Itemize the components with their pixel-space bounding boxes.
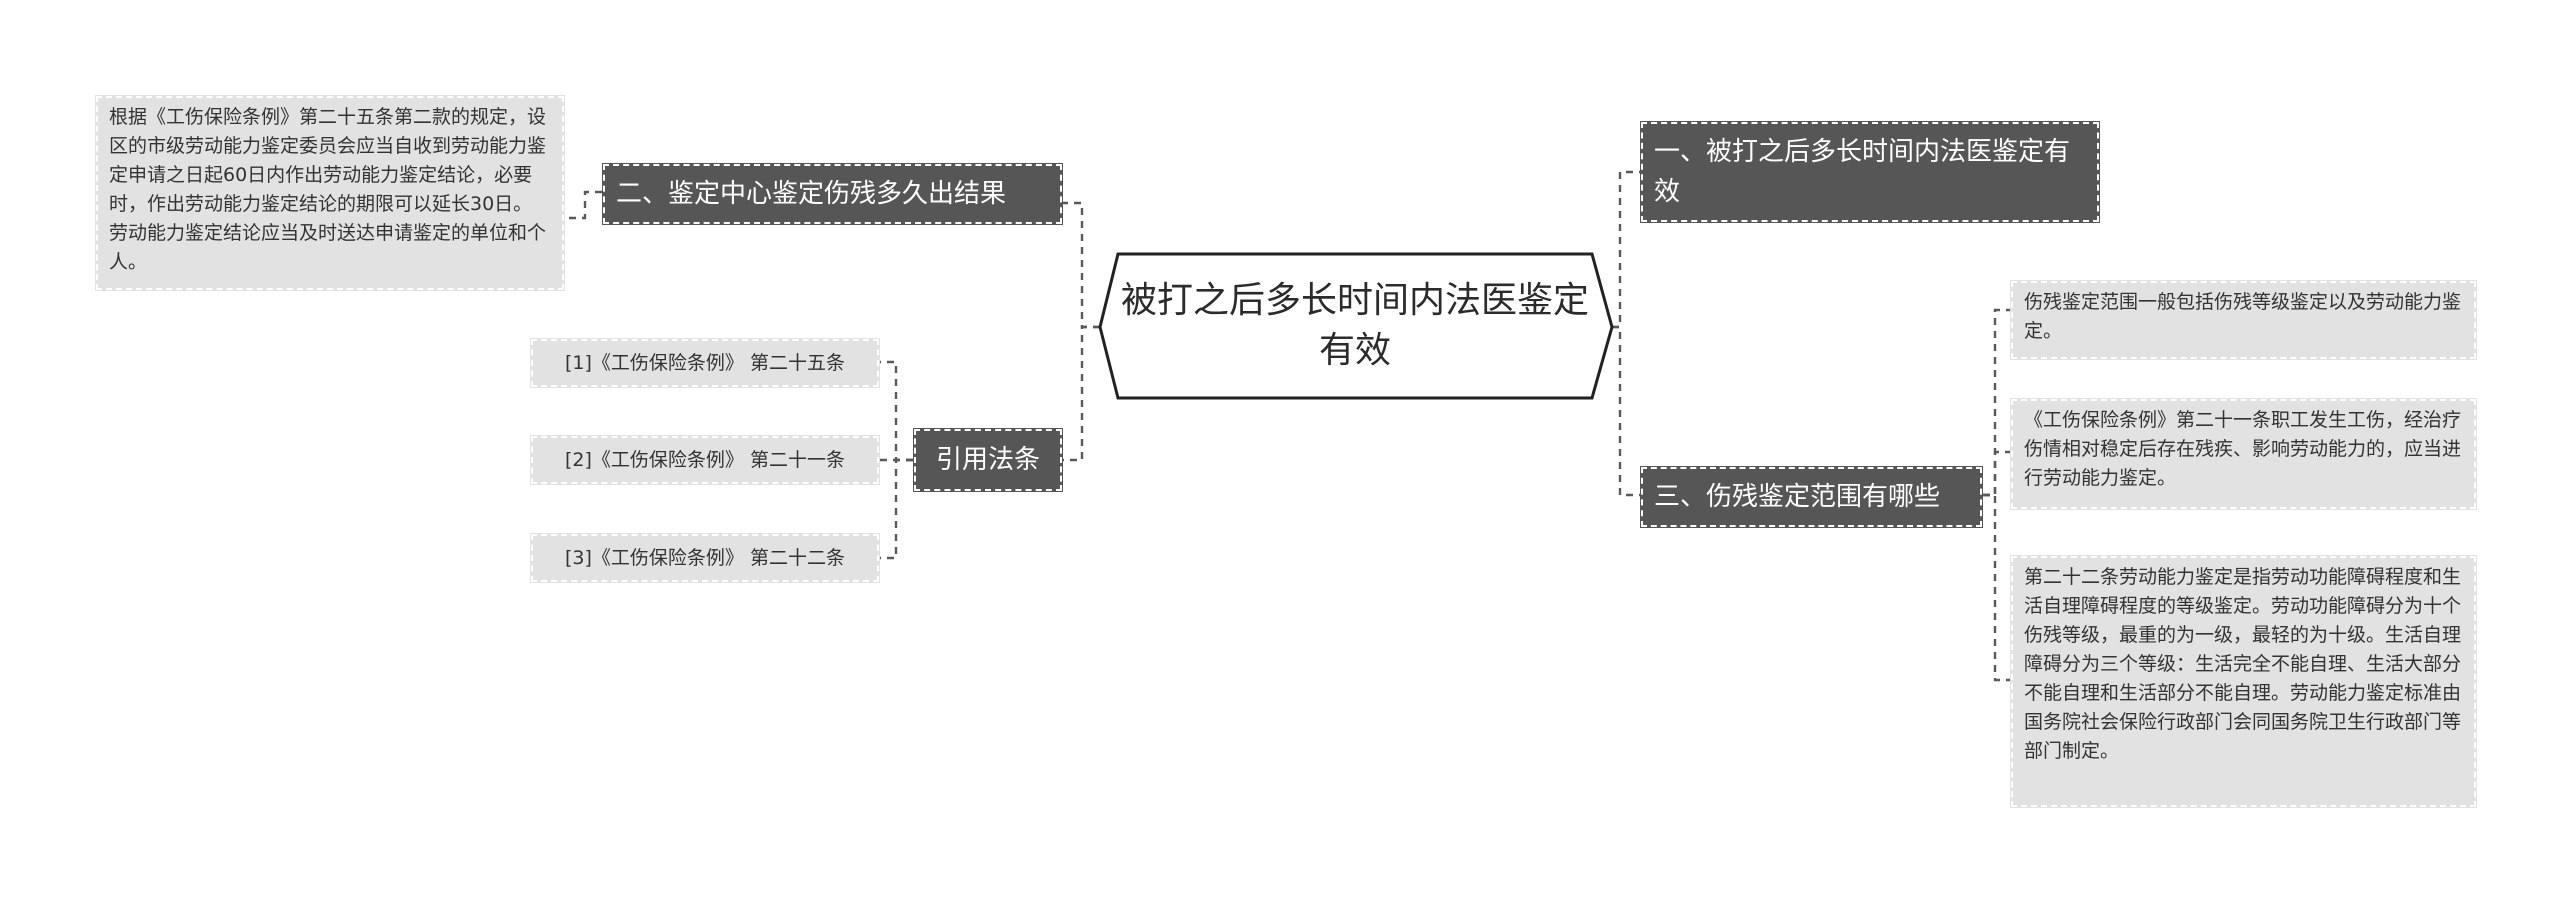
connector-root-t3 [1612,325,1640,497]
detail-node-t3-2[interactable]: 《工伤保险条例》第二十一条职工发生工伤，经治疗伤情相对稳定后存在残疾、影响劳动能… [2010,398,2477,510]
topic-node-cite-label: 引用法条 [935,445,1040,475]
topic-node-t3[interactable]: 三、伤残鉴定范围有哪些 [1640,466,1983,528]
detail-node-t3-1[interactable]: 伤残鉴定范围一般包括伤残等级鉴定以及劳动能力鉴定。 [2010,280,2477,360]
connector-root-cite [1063,325,1100,462]
detail-node-t3-3[interactable]: 第二十二条劳动能力鉴定是指劳动功能障碍程度和生活自理障碍程度的等级鉴定。劳动功能… [2010,555,2477,808]
connector-cite-1 [880,360,913,462]
cite-item-2-label: [2]《工伤保险条例》 第二十一条 [565,448,845,471]
topic-node-t1-label: 一、被打之后多长时间内法医鉴定有效 [1654,137,2071,207]
detail-node-t3-1-text: 伤残鉴定范围一般包括伤残等级鉴定以及劳动能力鉴定。 [2024,291,2462,342]
cite-item-1[interactable]: [1]《工伤保险条例》 第二十五条 [530,338,880,388]
root-node[interactable]: 被打之后多长时间内法医鉴定有效 [1120,254,1590,398]
topic-node-t2[interactable]: 二、鉴定中心鉴定伤残多久出结果 [602,163,1063,225]
connector-root-t2 [1063,201,1100,329]
connector-t3-3 [1983,493,2010,682]
cite-item-3-label: [3]《工伤保险条例》 第二十二条 [565,546,845,569]
topic-node-t3-label: 三、伤残鉴定范围有哪些 [1654,482,1941,512]
connector-cite-3 [880,458,913,560]
detail-node-t3-3-text: 第二十二条劳动能力鉴定是指劳动功能障碍程度和生活自理障碍程度的等级鉴定。劳动功能… [2024,566,2462,762]
topic-node-cite[interactable]: 引用法条 [913,428,1063,492]
cite-item-3[interactable]: [3]《工伤保险条例》 第二十二条 [530,533,880,583]
detail-node-t3-2-text: 《工伤保险条例》第二十一条职工发生工伤，经治疗伤情相对稳定后存在残疾、影响劳动能… [2024,409,2462,489]
cite-item-2[interactable]: [2]《工伤保险条例》 第二十一条 [530,435,880,485]
topic-node-t2-label: 二、鉴定中心鉴定伤残多久出结果 [616,179,1007,209]
detail-node-t2[interactable]: 根据《工伤保险条例》第二十五条第二款的规定，设区的市级劳动能力鉴定委员会应当自收… [95,95,565,291]
root-node-label: 被打之后多长时间内法医鉴定有效 [1120,280,1589,371]
topic-node-t1[interactable]: 一、被打之后多长时间内法医鉴定有效 [1640,121,2100,223]
cite-item-1-label: [1]《工伤保险条例》 第二十五条 [565,351,845,374]
detail-node-t2-text: 根据《工伤保险条例》第二十五条第二款的规定，设区的市级劳动能力鉴定委员会应当自收… [109,106,547,273]
connector-t2-detail [565,190,602,220]
